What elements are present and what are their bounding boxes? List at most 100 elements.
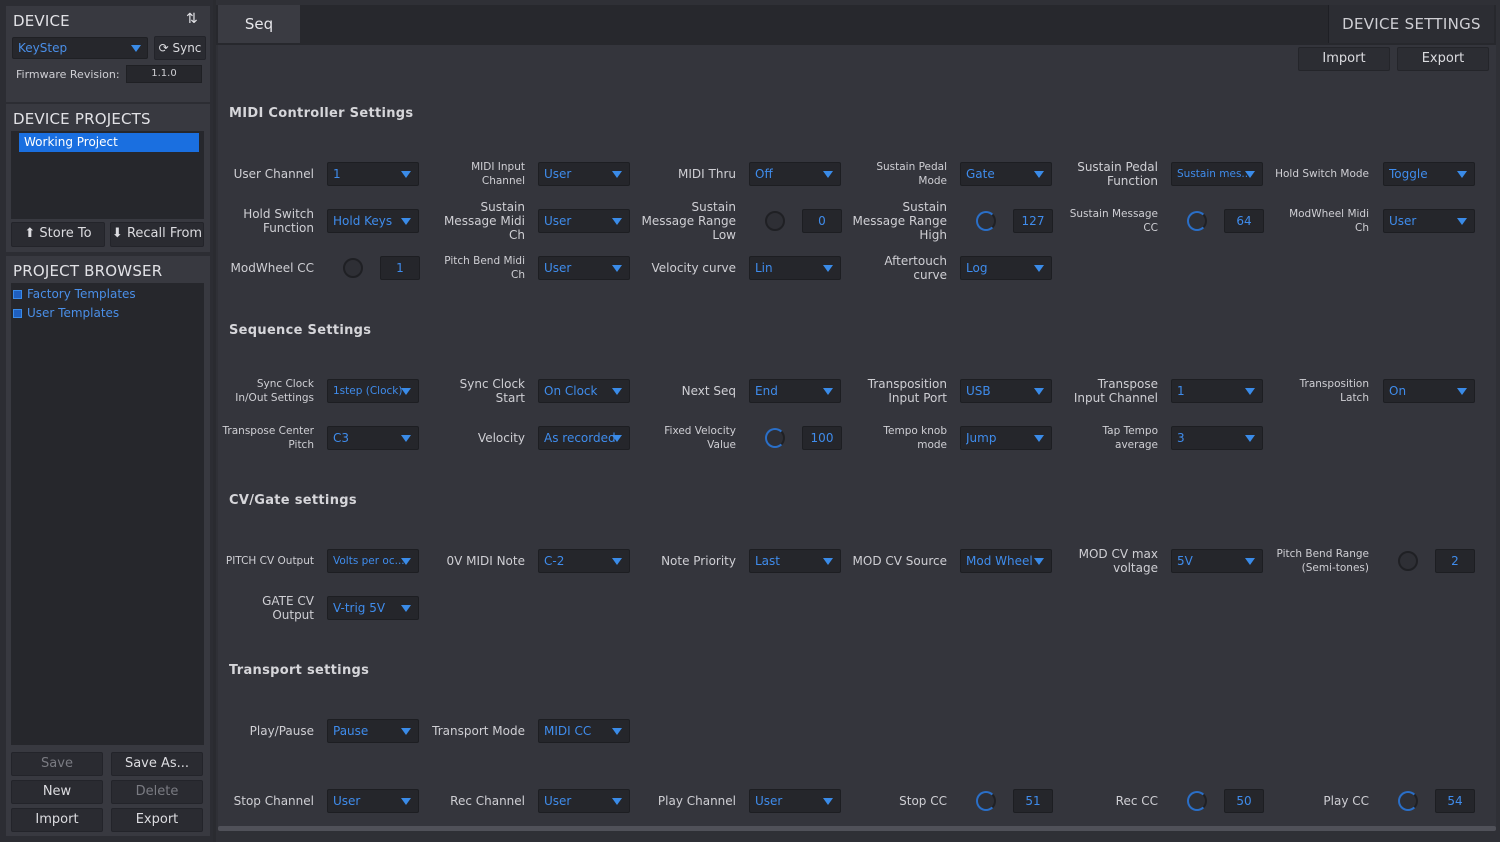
- midi-thru-dropdown[interactable]: Off: [749, 162, 841, 186]
- pitch-cv-output-dropdown[interactable]: Volts per oc...: [327, 549, 419, 573]
- save-as-button[interactable]: Save As...: [111, 752, 203, 776]
- note-priority-dropdown[interactable]: Last: [749, 549, 841, 573]
- chevron-down-icon: [823, 558, 833, 565]
- aftertouch-curve-value: Log: [966, 261, 988, 275]
- sustain-message-midi-ch-value: User: [544, 214, 572, 228]
- transposition-input-port-value: USB: [966, 384, 991, 398]
- transposition-latch-dropdown[interactable]: On: [1383, 379, 1475, 403]
- device-select[interactable]: KeyStep: [12, 37, 148, 59]
- pitch-bend-midi-ch-dropdown[interactable]: User: [538, 256, 630, 280]
- transport-mode-dropdown[interactable]: MIDI CC: [538, 719, 630, 743]
- mod-cv-source-dropdown[interactable]: Mod Wheel: [960, 549, 1052, 573]
- header-export-button[interactable]: Export: [1397, 47, 1489, 71]
- stop-channel-dropdown[interactable]: User: [327, 789, 419, 813]
- tempo-knob-mode-dropdown[interactable]: Jump: [960, 426, 1052, 450]
- chevron-down-icon: [1034, 171, 1044, 178]
- modwheel-cc-value[interactable]: 1: [380, 256, 420, 280]
- next-seq-dropdown[interactable]: End: [749, 379, 841, 403]
- modwheel-cc-knob[interactable]: [343, 258, 363, 278]
- new-button[interactable]: New: [11, 780, 103, 804]
- sustain-range-high-knob[interactable]: [976, 211, 996, 231]
- chevron-down-icon: [1034, 388, 1044, 395]
- user-channel-value: 1: [333, 167, 341, 181]
- store-to-label: Store To: [39, 226, 92, 241]
- hold-switch-mode-value: Toggle: [1389, 167, 1428, 181]
- transposition-input-port-dropdown[interactable]: USB: [960, 379, 1052, 403]
- sync-label: Sync: [172, 41, 202, 55]
- sidebar: DEVICE ⇅ KeyStep ⟳ Sync Firmware Revisio…: [0, 0, 213, 842]
- sync-clock-start-dropdown[interactable]: On Clock: [538, 379, 630, 403]
- stop-cc-label: Stop CC: [899, 794, 947, 808]
- stop-cc-value[interactable]: 51: [1013, 789, 1053, 813]
- tree-item-user-templates[interactable]: User Templates: [27, 306, 120, 320]
- horizontal-scrollbar[interactable]: [218, 826, 1496, 831]
- velocity-curve-dropdown[interactable]: Lin: [749, 256, 841, 280]
- play-channel-value: User: [755, 794, 783, 808]
- save-button[interactable]: Save: [11, 752, 103, 776]
- header-import-button[interactable]: Import: [1298, 47, 1390, 71]
- rec-cc-value[interactable]: 50: [1224, 789, 1264, 813]
- sustain-range-high-value[interactable]: 127: [1013, 209, 1053, 233]
- gate-cv-output-dropdown[interactable]: V-trig 5V: [327, 596, 419, 620]
- chevron-down-icon: [1245, 558, 1255, 565]
- delete-button[interactable]: Delete: [111, 780, 203, 804]
- tree-item-factory-templates[interactable]: Factory Templates: [27, 287, 136, 301]
- tab-seq[interactable]: Seq: [218, 5, 300, 43]
- sync-button[interactable]: ⟳ Sync: [154, 36, 206, 60]
- play-cc-value[interactable]: 54: [1435, 789, 1475, 813]
- fixed-velocity-knob[interactable]: [765, 428, 785, 448]
- ov-midi-note-value: C-2: [544, 554, 565, 568]
- stop-channel-label: Stop Channel: [233, 794, 314, 808]
- pitch-bend-range-value[interactable]: 2: [1435, 549, 1475, 573]
- sustain-message-midi-ch-dropdown[interactable]: User: [538, 209, 630, 233]
- sustain-range-low-knob[interactable]: [765, 211, 785, 231]
- expand-icon[interactable]: [13, 290, 22, 299]
- import-button[interactable]: Import: [11, 808, 103, 832]
- velocity-dropdown[interactable]: As recorded: [538, 426, 630, 450]
- play-channel-dropdown[interactable]: User: [749, 789, 841, 813]
- firmware-value: 1.1.0: [126, 65, 202, 83]
- user-channel-dropdown[interactable]: 1: [327, 162, 419, 186]
- sustain-message-cc-value[interactable]: 64: [1224, 209, 1264, 233]
- mod-cv-max-voltage-dropdown[interactable]: 5V: [1171, 549, 1263, 573]
- recall-from-button[interactable]: ⬇ Recall From: [110, 222, 204, 247]
- device-title: DEVICE: [13, 12, 70, 30]
- store-to-button[interactable]: ⬆ Store To: [11, 222, 105, 247]
- swap-arrows-icon[interactable]: ⇅: [186, 11, 198, 27]
- transpose-center-pitch-dropdown[interactable]: C3: [327, 426, 419, 450]
- play-pause-value: Pause: [333, 724, 369, 738]
- tap-tempo-average-dropdown[interactable]: 3: [1171, 426, 1263, 450]
- fixed-velocity-value[interactable]: 100: [802, 426, 842, 450]
- play-cc-knob[interactable]: [1398, 791, 1418, 811]
- transpose-input-channel-value: 1: [1177, 384, 1185, 398]
- chevron-down-icon: [401, 728, 411, 735]
- ov-midi-note-dropdown[interactable]: C-2: [538, 549, 630, 573]
- export-button[interactable]: Export: [111, 808, 203, 832]
- rec-cc-knob[interactable]: [1187, 791, 1207, 811]
- sustain-pedal-mode-dropdown[interactable]: Gate: [960, 162, 1052, 186]
- expand-icon[interactable]: [13, 309, 22, 318]
- hold-switch-mode-dropdown[interactable]: Toggle: [1383, 162, 1475, 186]
- project-item-working[interactable]: Working Project: [19, 133, 199, 152]
- transpose-input-channel-label: Transpose Input Channel: [1073, 377, 1158, 405]
- chevron-down-icon: [1457, 388, 1467, 395]
- sustain-message-cc-knob[interactable]: [1187, 211, 1207, 231]
- play-pause-dropdown[interactable]: Pause: [327, 719, 419, 743]
- aftertouch-curve-dropdown[interactable]: Log: [960, 256, 1052, 280]
- device-settings-tab[interactable]: DEVICE SETTINGS: [1328, 5, 1494, 43]
- rec-channel-dropdown[interactable]: User: [538, 789, 630, 813]
- velocity-value: As recorded: [544, 431, 616, 445]
- hold-switch-function-dropdown[interactable]: Hold Keys: [327, 209, 419, 233]
- sustain-pedal-function-dropdown[interactable]: Sustain mes...: [1171, 162, 1263, 186]
- modwheel-midi-ch-dropdown[interactable]: User: [1383, 209, 1475, 233]
- gate-cv-output-value: V-trig 5V: [333, 601, 386, 615]
- stop-cc-knob[interactable]: [976, 791, 996, 811]
- sustain-range-low-value[interactable]: 0: [802, 209, 842, 233]
- chevron-down-icon: [401, 218, 411, 225]
- transpose-input-channel-dropdown[interactable]: 1: [1171, 379, 1263, 403]
- aftertouch-curve-label: Aftertouch curve: [884, 254, 947, 282]
- sync-clock-dropdown[interactable]: 1step (Clock): [327, 379, 419, 403]
- tempo-knob-mode-value: Jump: [966, 431, 997, 445]
- pitch-bend-range-knob[interactable]: [1398, 551, 1418, 571]
- midi-input-channel-dropdown[interactable]: User: [538, 162, 630, 186]
